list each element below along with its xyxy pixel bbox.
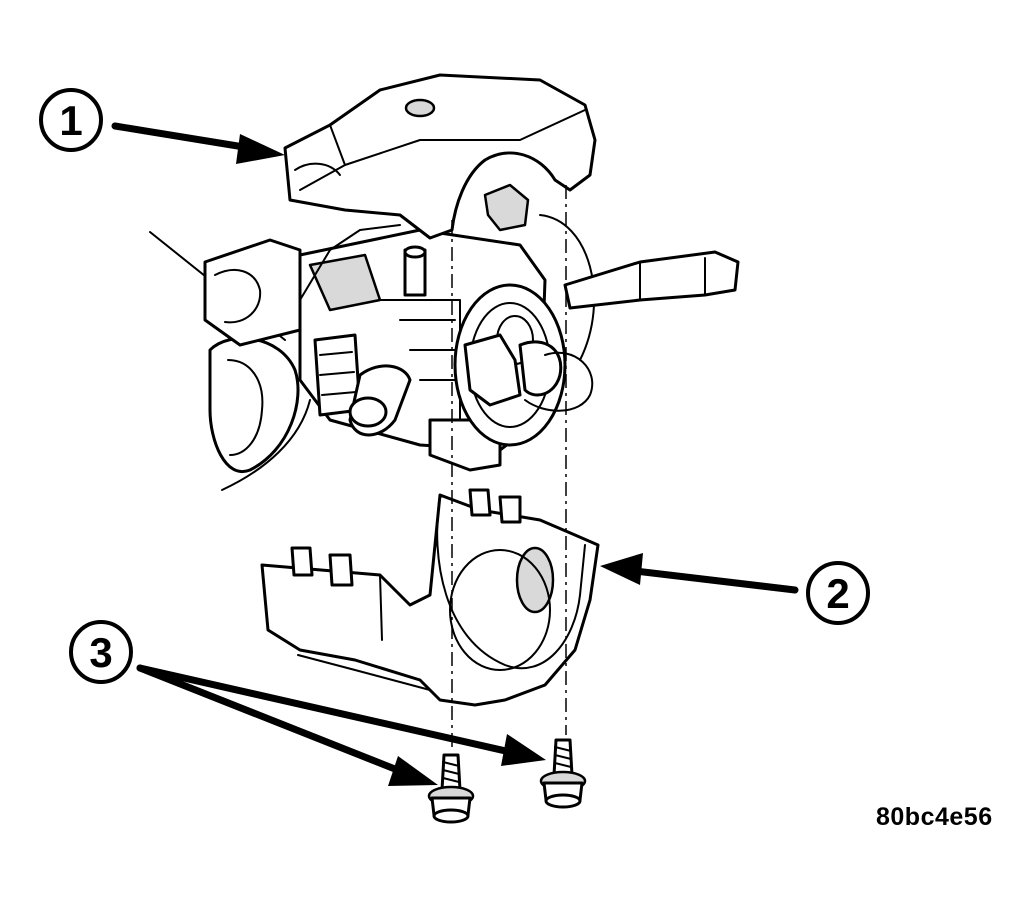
callout-2-number: 2 xyxy=(826,570,849,617)
upper-shroud xyxy=(283,73,597,240)
callout-3-number: 3 xyxy=(89,629,112,676)
switch-stalk xyxy=(563,250,740,310)
callout-3: 3 xyxy=(69,620,546,786)
callout-2: 2 xyxy=(600,553,870,625)
alignment-lines xyxy=(451,185,567,750)
callout-1-number: 1 xyxy=(59,97,82,144)
figure-id: 80bc4e56 xyxy=(876,803,993,831)
screw-left xyxy=(427,753,475,824)
steering-column-body xyxy=(149,231,311,491)
screw-right xyxy=(539,738,587,809)
callout-1: 1 xyxy=(39,88,285,164)
clockspring xyxy=(453,214,596,447)
lower-shroud xyxy=(260,488,600,707)
